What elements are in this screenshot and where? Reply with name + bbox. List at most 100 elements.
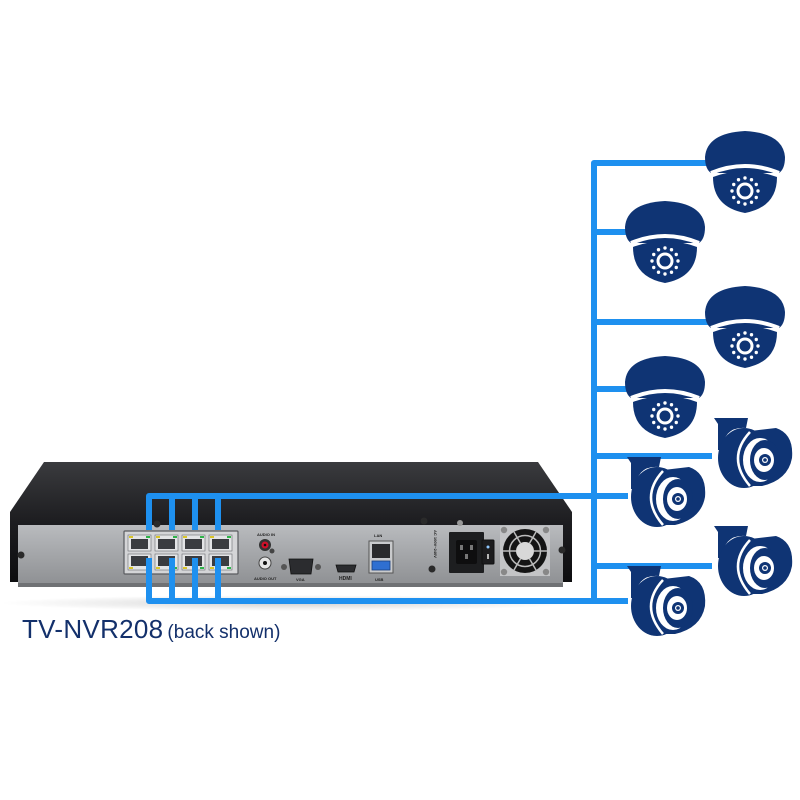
led-indicator [183, 536, 187, 538]
ir-led [754, 182, 758, 187]
screw-icon [457, 520, 463, 526]
ir-led [749, 178, 754, 182]
fan-grille [500, 526, 550, 576]
ir-led [674, 407, 678, 412]
led-indicator [200, 567, 204, 569]
ir-led [732, 182, 736, 187]
ir-led [650, 259, 654, 263]
ir-led [754, 195, 758, 200]
ir-led [652, 265, 656, 270]
vga-label: VGA [296, 577, 305, 582]
dome-camera-icon [705, 131, 785, 213]
ir-led [756, 344, 760, 348]
ir-led [736, 178, 741, 182]
usb-port [371, 560, 391, 571]
screw-icon [420, 517, 428, 525]
ir-led [652, 420, 656, 425]
bullet-camera-icon [714, 418, 793, 488]
power-label: AC 100V~240V [433, 530, 438, 558]
poe-port-2 [154, 534, 179, 552]
audio-out-label: AUDIO OUT [254, 576, 277, 581]
ir-led [674, 420, 678, 425]
dome-lens-ball [633, 241, 697, 283]
ir-led [749, 333, 754, 337]
dome-housing [705, 131, 785, 173]
lens-icon [736, 337, 754, 355]
poe-port-4 [208, 534, 233, 552]
ir-led [650, 414, 654, 418]
audio-ports: AUDIO IN AUDIO OUT [254, 532, 277, 581]
ir-led [674, 265, 678, 270]
lan-usb-ports: LAN USB [368, 533, 394, 582]
bullet-camera-icon [714, 526, 793, 596]
dome-housing [625, 201, 705, 243]
device-caption: TV-NVR208(back shown) [22, 614, 280, 645]
poe-port-block [123, 530, 239, 575]
ir-led [749, 355, 754, 359]
bullet-camera-icon [627, 566, 706, 636]
ir-led [674, 252, 678, 257]
ir-led [663, 272, 667, 276]
ir-led [732, 195, 736, 200]
ir-led [676, 414, 680, 418]
ir-led [754, 350, 758, 355]
dome-housing [705, 286, 785, 328]
led-indicator [200, 536, 204, 538]
bullet-camera-icon [627, 457, 706, 527]
ir-led [754, 337, 758, 342]
dome-lens-ball [713, 171, 777, 213]
poe-port-3 [181, 534, 206, 552]
power-section: AC 100V~240V [428, 520, 550, 576]
ir-led [743, 331, 747, 335]
led-indicator [227, 567, 231, 569]
led-indicator [227, 536, 231, 538]
led-indicator [183, 567, 187, 569]
lan-label: LAN [374, 533, 382, 538]
led-indicator [156, 567, 160, 569]
ir-led [756, 189, 760, 193]
poe-port-1 [127, 534, 152, 552]
ir-led [656, 403, 661, 407]
usb-label: USB [375, 577, 384, 582]
ir-led [656, 270, 661, 274]
ir-led [732, 337, 736, 342]
ir-led [743, 357, 747, 361]
dome-housing [625, 356, 705, 398]
lens-icon [656, 407, 674, 425]
audio-in-label: AUDIO IN [257, 532, 275, 537]
ir-led [656, 425, 661, 429]
ir-led [743, 202, 747, 206]
ir-led [749, 200, 754, 204]
ir-led [676, 259, 680, 263]
ir-led [730, 344, 734, 348]
cable-top-bundle [146, 493, 594, 530]
camera-group [625, 131, 793, 636]
lens-icon [656, 252, 674, 270]
screw-icon [269, 548, 275, 554]
ir-led [736, 355, 741, 359]
ir-led [663, 427, 667, 431]
dome-lens-ball [633, 396, 697, 438]
ir-led [663, 246, 667, 250]
led-indicator [156, 536, 160, 538]
view-note: (back shown) [167, 622, 281, 643]
vga-port: VGA [281, 558, 321, 582]
ir-led [652, 252, 656, 257]
dome-camera-icon [625, 356, 705, 438]
lan-port [372, 544, 390, 558]
led-indicator [173, 536, 177, 538]
ir-led [732, 350, 736, 355]
model-name: TV-NVR208 [22, 614, 164, 644]
ir-led [669, 248, 674, 252]
power-switch[interactable] [481, 539, 495, 565]
ir-led [730, 189, 734, 193]
hdmi-label: HDMI [339, 576, 352, 582]
ground-screw-icon [428, 565, 436, 573]
dome-camera-icon [625, 201, 705, 283]
network-cables [146, 160, 712, 604]
led-indicator [146, 536, 150, 538]
ir-led [736, 200, 741, 204]
lens-icon [736, 182, 754, 200]
ir-led [669, 425, 674, 429]
